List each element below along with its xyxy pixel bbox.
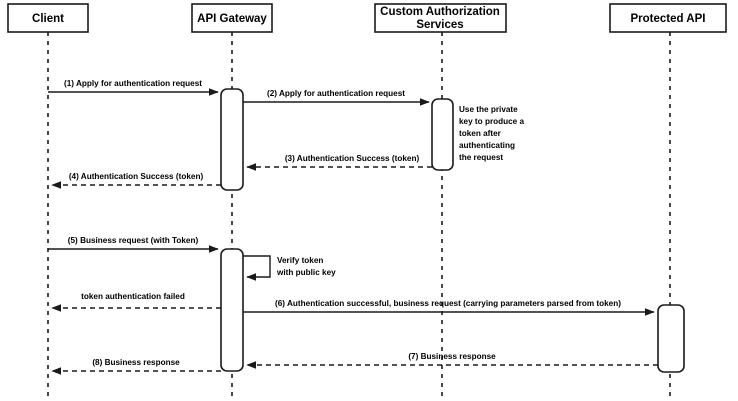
actor-header-protected-api[interactable]: Protected API bbox=[609, 3, 727, 33]
message-7[interactable]: (7) Business response bbox=[246, 352, 658, 369]
actor-label-protected-api: Protected API bbox=[631, 13, 706, 25]
note-private-key-line-5: the request bbox=[459, 153, 503, 162]
note-private-key-line-2: key to produce a bbox=[459, 117, 525, 126]
message-8-label: (8) Business response bbox=[92, 358, 180, 367]
message-6[interactable]: (6) Authentication successful, business … bbox=[243, 299, 655, 316]
actor-label-client: Client bbox=[32, 13, 64, 25]
activation-custom-authorization-services bbox=[431, 98, 454, 171]
actor-box-protected-api bbox=[609, 3, 727, 33]
activation-protected-api bbox=[657, 304, 685, 373]
note-private-key-line-4: authenticating bbox=[459, 141, 515, 150]
message-8[interactable]: (8) Business response bbox=[51, 358, 221, 375]
actor-label-custom-authorization-services-line1: Custom Authorization bbox=[380, 6, 500, 18]
activation-api-gateway-business bbox=[220, 248, 244, 372]
self-message-verify-token-line-2: with public key bbox=[276, 268, 336, 277]
self-message-verify-token-line-1: Verify token bbox=[277, 256, 323, 265]
actor-header-custom-authorization-services[interactable]: Custom Authorization Services bbox=[374, 3, 507, 33]
message-6-label: (6) Authentication successful, business … bbox=[275, 299, 621, 308]
message-1-label: (1) Apply for authentication request bbox=[64, 79, 202, 88]
note-private-key-line-1: Use the private bbox=[459, 105, 518, 114]
note-private-key: Use the private key to produce a token a… bbox=[459, 105, 525, 162]
actor-box-custom-authorization-services bbox=[374, 3, 507, 33]
message-5[interactable]: (5) Business request (with Token) bbox=[48, 236, 219, 253]
actor-label-custom-authorization-services-line2: Services bbox=[416, 19, 463, 31]
message-3-label: (3) Authentication Success (token) bbox=[285, 154, 420, 163]
message-1[interactable]: (1) Apply for authentication request bbox=[48, 79, 219, 96]
self-message-verify-token[interactable]: Verify token with public key bbox=[243, 255, 336, 281]
message-3[interactable]: (3) Authentication Success (token) bbox=[246, 154, 432, 171]
message-5-label: (5) Business request (with Token) bbox=[68, 236, 199, 245]
actor-label-api-gateway: API Gateway bbox=[197, 13, 267, 25]
message-4-label: (4) Authentication Success (token) bbox=[69, 172, 204, 181]
actor-header-api-gateway[interactable]: API Gateway bbox=[191, 3, 273, 33]
message-2[interactable]: (2) Apply for authentication request bbox=[243, 89, 430, 106]
message-7-label: (7) Business response bbox=[408, 352, 496, 361]
activation-api-gateway-auth bbox=[220, 88, 244, 191]
message-token-authentication-failed[interactable]: token authentication failed bbox=[51, 292, 221, 312]
self-message-verify-token-arrow bbox=[243, 255, 271, 281]
note-private-key-line-3: token after bbox=[459, 129, 502, 138]
message-token-authentication-failed-label: token authentication failed bbox=[81, 292, 185, 301]
actor-header-client[interactable]: Client bbox=[7, 3, 89, 33]
message-4[interactable]: (4) Authentication Success (token) bbox=[51, 172, 221, 189]
message-2-label: (2) Apply for authentication request bbox=[267, 89, 405, 98]
